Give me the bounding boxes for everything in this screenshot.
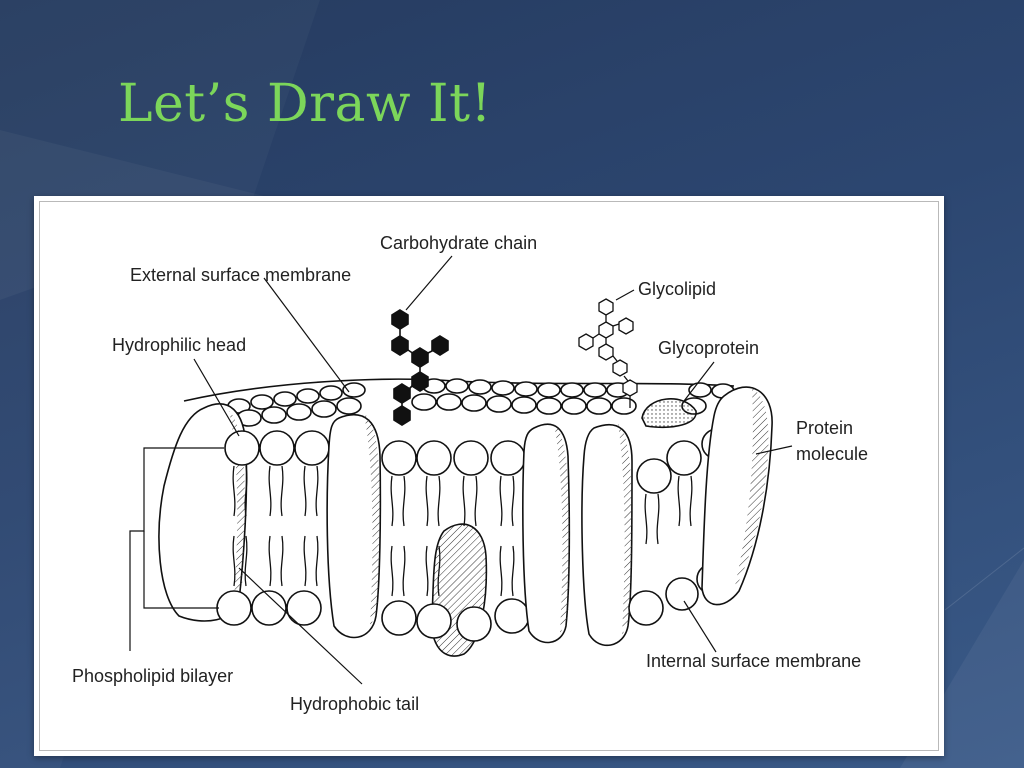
label-hydrophobic-tail: Hydrophobic tail [290, 694, 420, 714]
top-surface-heads [227, 378, 735, 427]
leader-lines [129, 255, 793, 685]
glycolipid-chain [578, 298, 638, 408]
label-internal-surface-membrane: Internal surface membrane [646, 651, 862, 671]
tails-left [232, 465, 319, 587]
carbohydrate-chain [391, 309, 449, 426]
upper-heads-middle [381, 440, 526, 476]
slide-title: Let’s Draw It! [118, 74, 492, 134]
center-right-protein-a [522, 423, 571, 644]
label-glycoprotein: Glycoprotein [658, 338, 760, 358]
label-glycolipid: Glycolipid [638, 279, 717, 299]
label-protein-molecule-line2: molecule [796, 444, 869, 464]
label-carbohydrate-chain: Carbohydrate chain [380, 233, 538, 253]
figure-border [39, 201, 939, 751]
label-phospholipid-bilayer: Phospholipid bilayer [72, 666, 234, 686]
cell-membrane-diagram [129, 255, 793, 685]
center-right-protein-b [581, 423, 633, 647]
label-protein-molecule-line1: Protein [796, 418, 854, 438]
glycoprotein-bump [641, 398, 697, 429]
center-left-protein [326, 413, 382, 639]
lower-heads-left [216, 590, 322, 626]
membrane-figure: Carbohydrate chain External surface memb… [34, 196, 944, 756]
label-external-surface-membrane: External surface membrane [130, 265, 352, 285]
lower-heads-middle [381, 598, 530, 642]
upper-heads-left [224, 430, 330, 466]
label-hydrophilic-head: Hydrophilic head [112, 335, 247, 355]
